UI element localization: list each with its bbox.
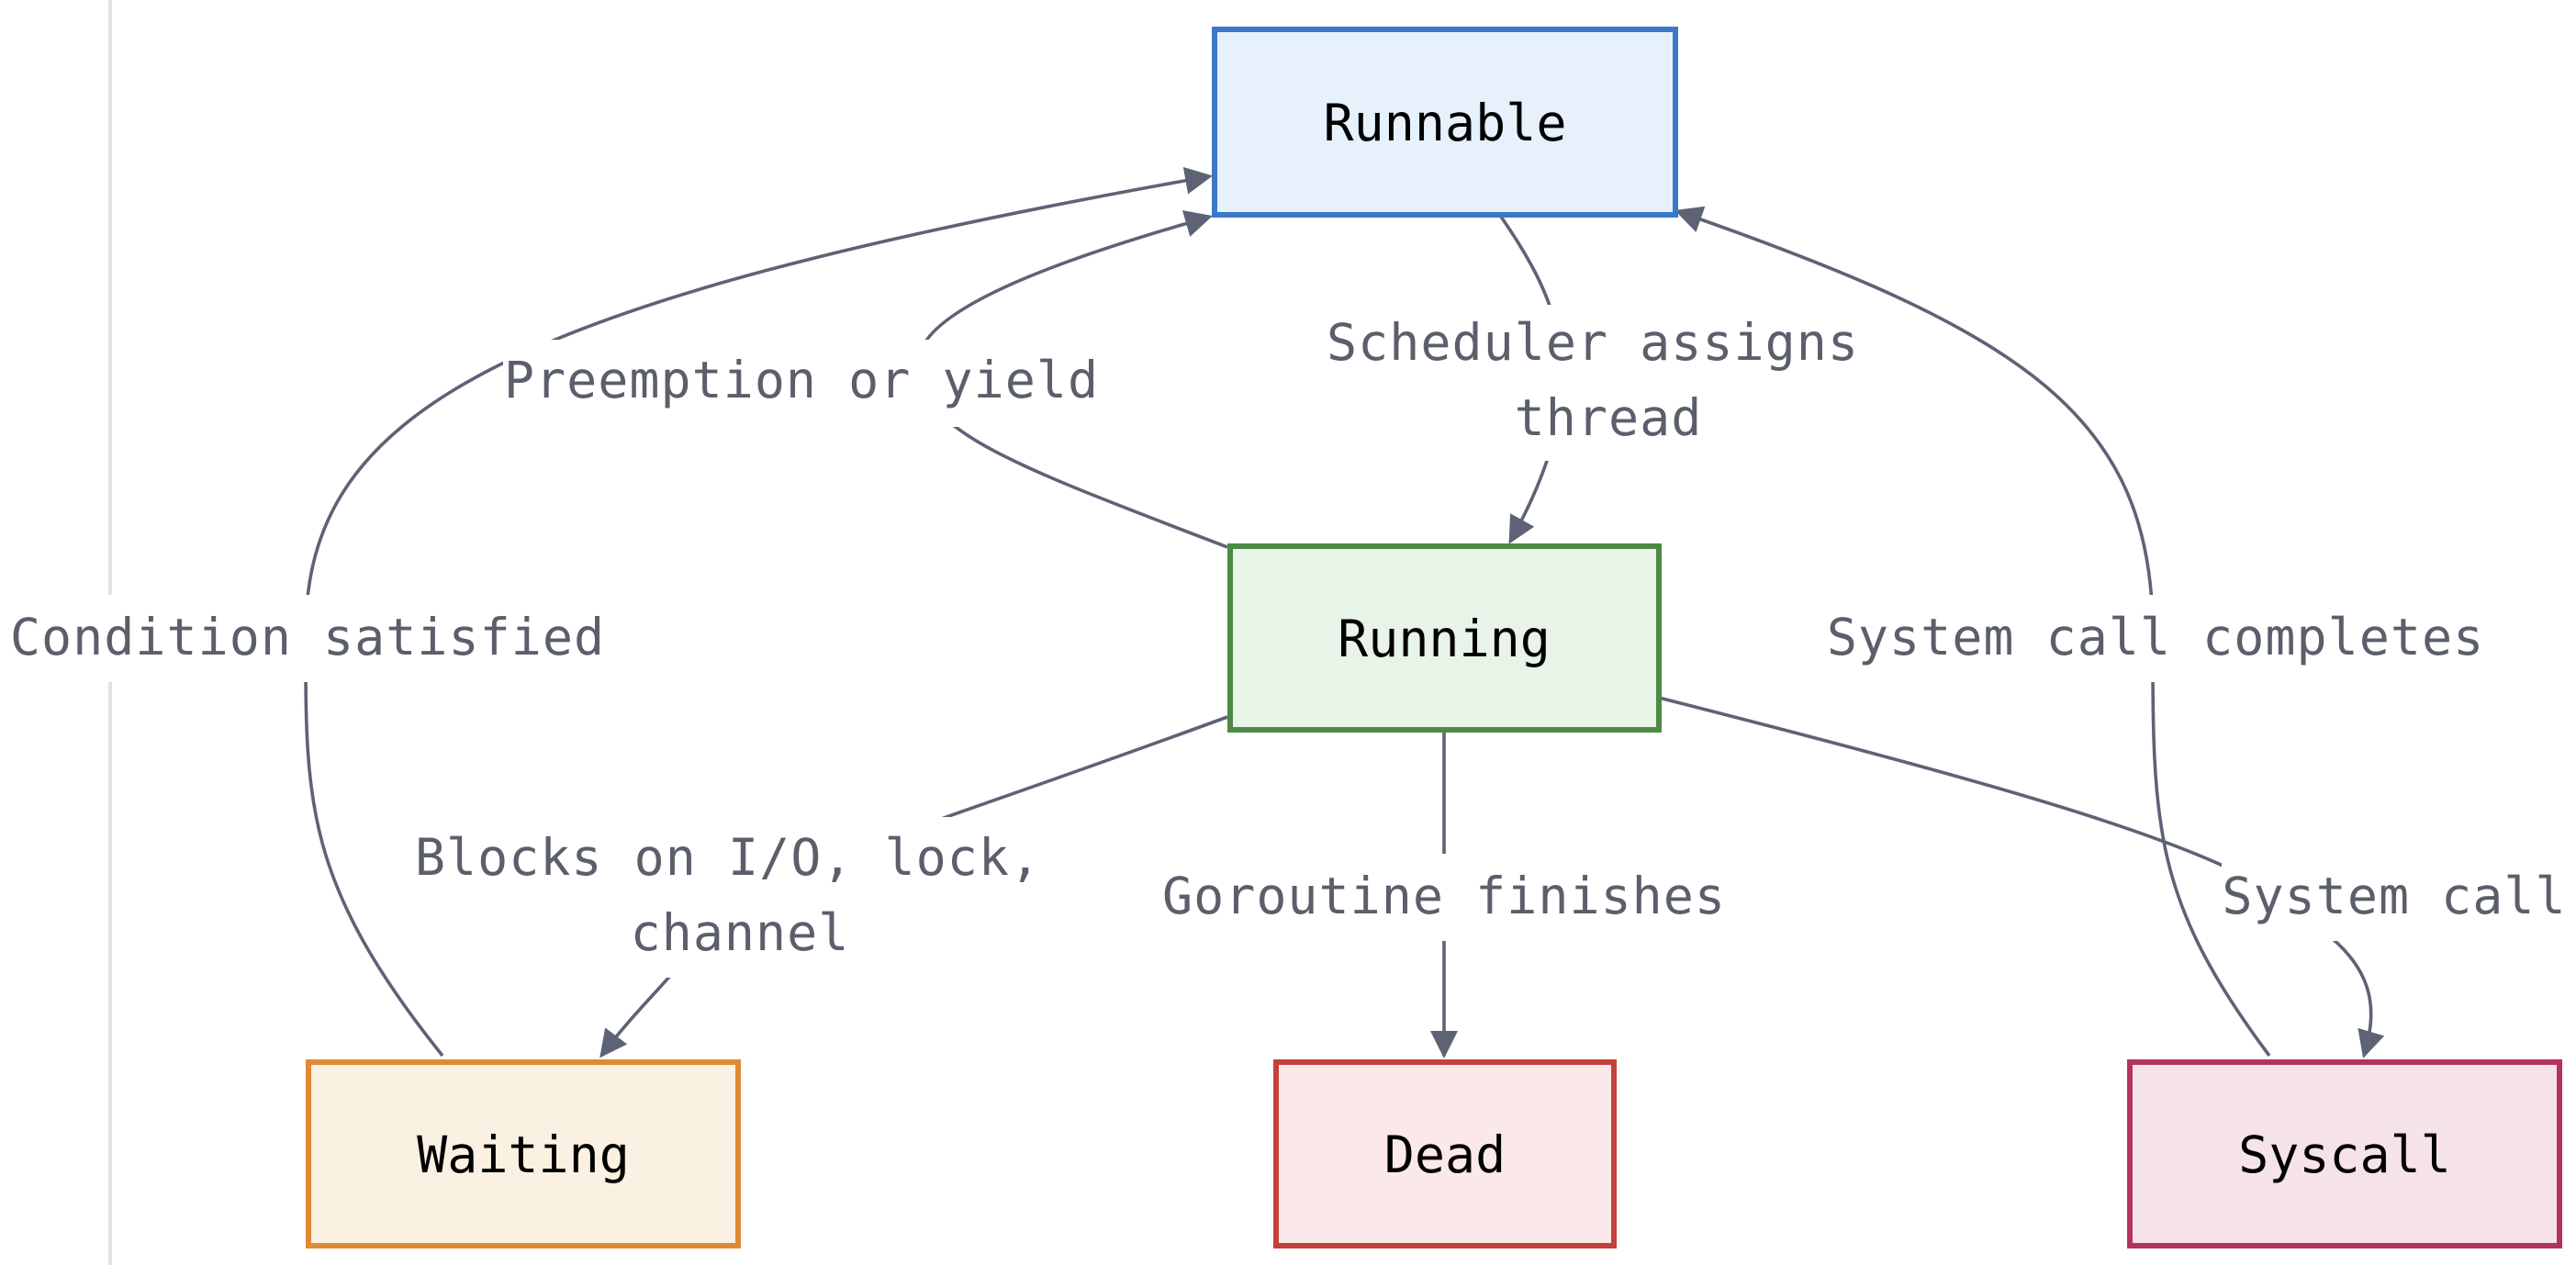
label-preemption-text: Preemption or yield [504, 351, 1099, 409]
label-scheduler-assigns-line1: Scheduler assigns [1327, 313, 1859, 372]
node-waiting-label: Waiting [417, 1125, 630, 1184]
node-running-label: Running [1338, 610, 1551, 668]
label-system-call-text: System call [2222, 867, 2566, 925]
label-scheduler-assigns-line2: thread [1515, 388, 1703, 447]
label-blocks-line2: channel [631, 903, 850, 962]
label-condition-satisfied: Condition satisfied [10, 595, 605, 682]
node-runnable-label: Runnable [1324, 94, 1567, 152]
node-syscall-label: Syscall [2238, 1125, 2451, 1184]
label-scheduler-assigns: Scheduler assigns thread [1327, 305, 1859, 461]
label-blocks-on-io: Blocks on I/O, lock, channel [413, 817, 1041, 978]
node-running[interactable]: Running [1227, 543, 1662, 733]
node-syscall[interactable]: Syscall [2127, 1059, 2562, 1248]
label-goroutine-text: Goroutine finishes [1162, 867, 1726, 925]
label-blocks-line1: Blocks on I/O, lock, [415, 828, 1041, 887]
label-system-call-completes-text: System call completes [1827, 608, 2484, 666]
label-system-call-completes: System call completes [1827, 595, 2484, 682]
node-dead[interactable]: Dead [1273, 1059, 1617, 1248]
label-system-call: System call [2222, 854, 2570, 941]
node-dead-label: Dead [1384, 1125, 1506, 1184]
node-waiting[interactable]: Waiting [306, 1059, 741, 1248]
label-preemption-or-yield: Preemption or yield [503, 340, 1099, 427]
edge-condition-satisfied [304, 166, 1213, 1058]
node-runnable[interactable]: Runnable [1212, 27, 1678, 218]
label-goroutine-finishes: Goroutine finishes [1162, 854, 1726, 941]
label-condition-text: Condition satisfied [10, 608, 605, 666]
edge-system-call-completes [1674, 206, 2271, 1058]
